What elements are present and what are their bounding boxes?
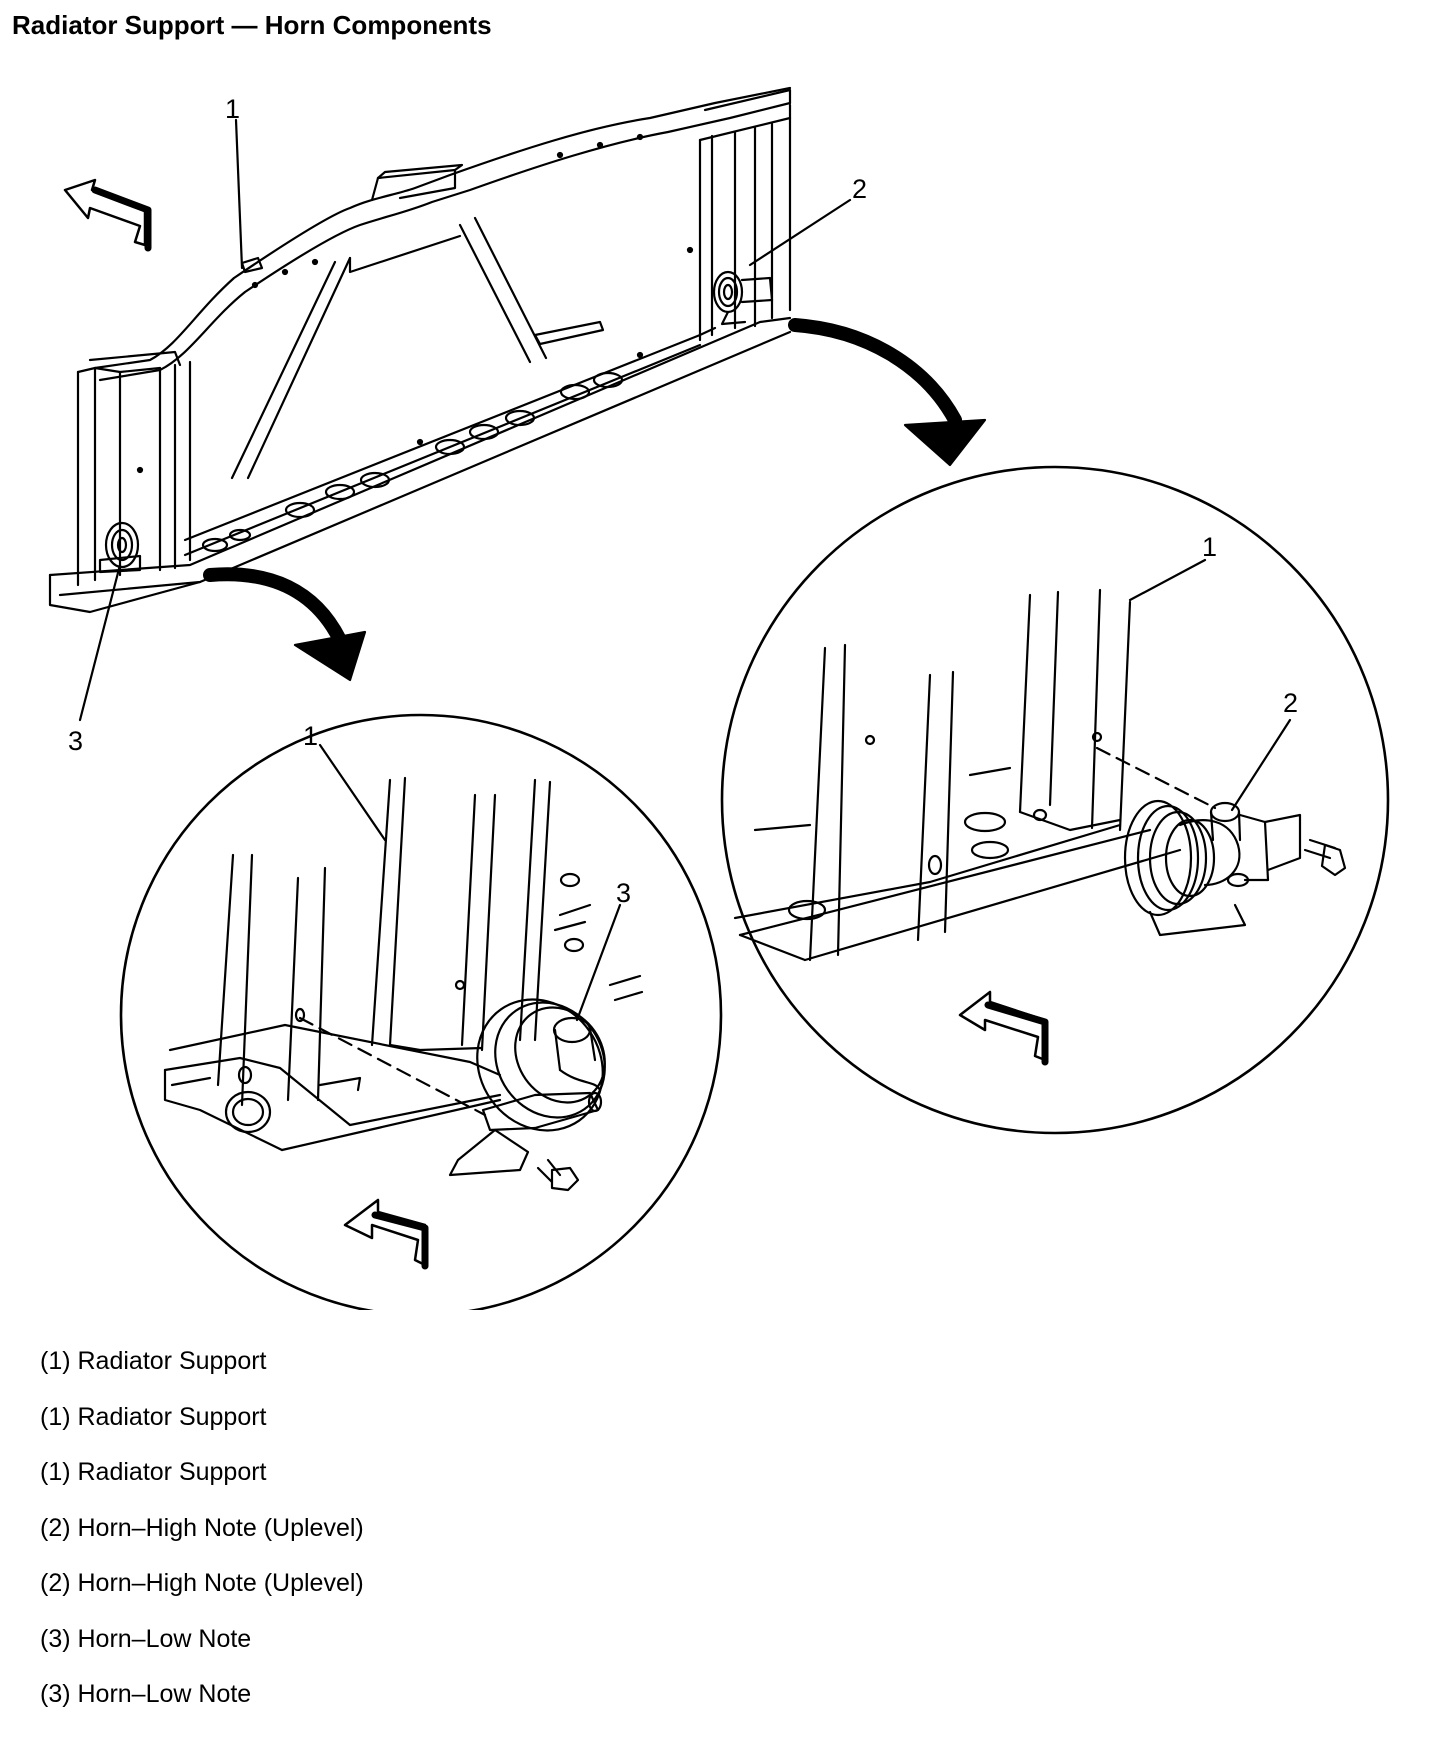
leader-detail-low-3 <box>575 903 622 1022</box>
leader-detail-low-1 <box>318 743 387 842</box>
horn-high-note-main <box>712 270 774 326</box>
leader-main-2 <box>748 198 852 267</box>
callout-detail-high-2: 2 <box>1283 688 1298 718</box>
radiator-support-frame <box>48 86 792 614</box>
leader-main-3 <box>78 563 122 722</box>
diagram-title: Radiator Support — Horn Components <box>12 10 492 40</box>
legend-item: (1) Radiator Support <box>40 1458 267 1486</box>
callout-main-2: 2 <box>852 174 867 204</box>
component-legend: (1) Radiator Support (1) Radiator Suppor… <box>40 1334 364 1723</box>
callout-detail-low-1: 1 <box>303 721 318 751</box>
callout-detail-high-1: 1 <box>1202 532 1217 562</box>
detail-view-high-note <box>720 465 1390 1135</box>
legend-item: (3) Horn–Low Note <box>40 1624 252 1653</box>
horn-low-note-main <box>98 521 142 574</box>
curved-arrow-to-low-note-detail <box>203 567 367 682</box>
callout-detail-low-3: 3 <box>616 878 631 908</box>
leader-detail-high-2 <box>1230 718 1292 812</box>
curved-arrow-to-high-note-detail <box>788 318 987 467</box>
callout-main-1: 1 <box>225 94 240 124</box>
leader-detail-high-1 <box>1128 558 1207 602</box>
legend-item: (2) Horn–High Note (Uplevel) <box>40 1513 364 1542</box>
detail-view-low-note <box>119 713 723 1310</box>
callout-main-3: 3 <box>68 726 83 756</box>
forward-direction-arrow-main <box>63 178 152 252</box>
legend-item: (1) Radiator Support <box>40 1402 267 1431</box>
horn-components-illustration: 1 2 3 1 2 1 3 <box>48 86 1390 1310</box>
legend-item: (3) Horn–Low Note <box>40 1680 252 1708</box>
legend-item: (2) Horn–High Note (Uplevel) <box>40 1569 364 1597</box>
legend-item: (1) Radiator Support <box>40 1347 267 1375</box>
leader-main-1 <box>234 118 244 270</box>
